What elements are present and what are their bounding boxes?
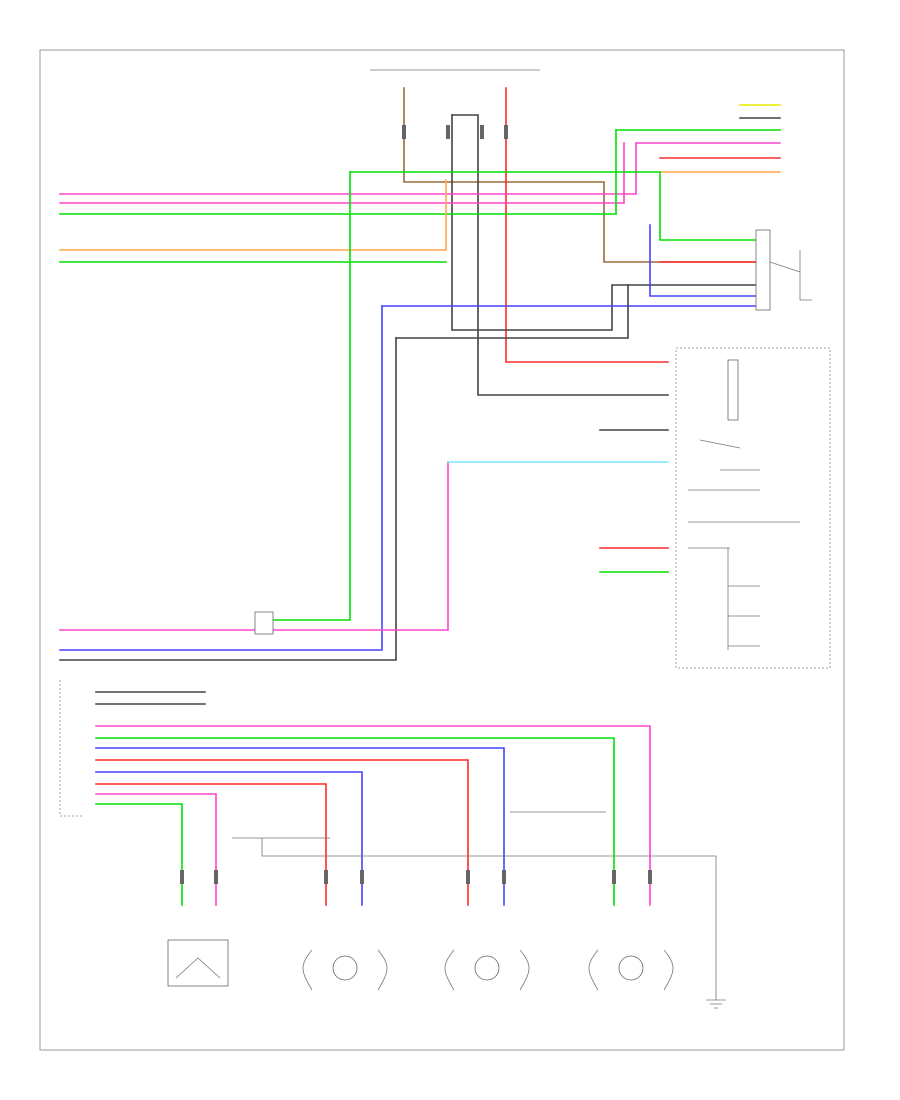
sensor-lr [167, 939, 229, 987]
wire-sensor-pink [95, 725, 651, 906]
diagram-frame [39, 49, 845, 1051]
wire-blue-long [649, 224, 759, 297]
feed-wire-left [403, 87, 759, 263]
wire-pink-bottom [59, 461, 449, 631]
junction-connector [254, 611, 274, 635]
sensor-icon [474, 955, 500, 981]
wire-blue-drop [59, 305, 383, 651]
module-box-left [59, 680, 84, 817]
feed-wire-gray [451, 114, 759, 331]
combination-meter-box [675, 347, 831, 669]
wire-pink-2 [59, 142, 625, 204]
ground-icon [706, 999, 726, 1009]
wire-sensor-blue [95, 747, 505, 906]
meter-bus [727, 548, 760, 650]
wire-orange-1 [59, 179, 447, 251]
sensor-icon [175, 957, 221, 979]
connector-icon [180, 125, 652, 884]
wire-green-drop [257, 171, 351, 621]
sensor-icon [618, 955, 644, 981]
sensor-rr [302, 949, 388, 991]
meter-connector-1 [727, 359, 739, 421]
wire-pink-1 [59, 142, 637, 195]
wire-sensor-blue2 [95, 771, 363, 906]
meter-switch-icon [688, 439, 800, 549]
wire-sensor-red2 [95, 783, 327, 906]
wire-green-1 [59, 129, 617, 215]
trs-switch-icon [769, 250, 812, 301]
wire-sensor-pink2 [95, 793, 217, 906]
wire-green-long [349, 171, 759, 241]
feed-wire-red [505, 87, 669, 363]
wire-gray-drop [59, 337, 397, 661]
ground-bus [232, 837, 717, 1000]
feed-wire-gray-upper [451, 114, 669, 396]
sensor-rm [588, 949, 674, 991]
wire-sensor-green [95, 737, 615, 906]
sensor-icon [332, 955, 358, 981]
sensor-lm [444, 949, 530, 991]
trs-connector [755, 229, 771, 311]
wire-sensor-red [95, 759, 469, 906]
wire-gray-run [395, 284, 629, 339]
wire-sensor-green2 [95, 803, 183, 906]
